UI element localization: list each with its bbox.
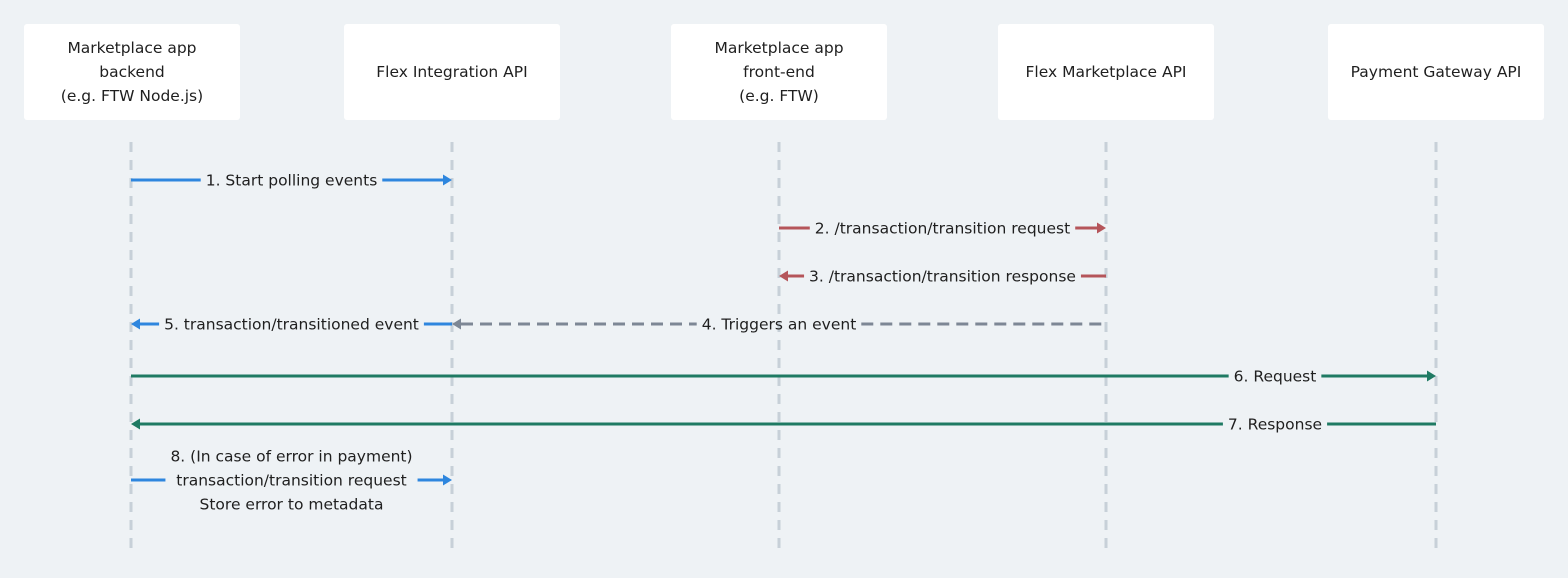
- arrowhead-icon: [443, 474, 452, 486]
- message-8: 8. (In case of error in payment) transact…: [131, 448, 452, 514]
- message-label: Store error to metadata: [200, 496, 384, 514]
- actor-marketplace-frontend: Marketplace app front-end (e.g. FTW): [671, 24, 887, 120]
- message-label: 3. /transaction/transition response: [809, 268, 1076, 286]
- message-label: transaction/transition request: [176, 472, 406, 490]
- message-label: 8. (In case of error in payment): [170, 448, 412, 466]
- arrowhead-icon: [452, 318, 461, 330]
- message-label: 7. Response: [1228, 416, 1322, 434]
- message-1: 1. Start polling events: [131, 172, 452, 190]
- arrowhead-icon: [1427, 370, 1436, 382]
- actor-label: Flex Integration API: [376, 63, 528, 81]
- actor-payment-gateway-api: Payment Gateway API: [1328, 24, 1544, 120]
- message-5: 5. transaction/transitioned event: [131, 316, 452, 334]
- actor-marketplace-backend: Marketplace app backend (e.g. FTW Node.j…: [24, 24, 240, 120]
- actor-label: Payment Gateway API: [1350, 63, 1522, 81]
- arrowhead-icon: [1097, 222, 1106, 234]
- message-2: 2. /transaction/transition request: [779, 220, 1106, 238]
- actor-flex-integration-api: Flex Integration API: [344, 24, 560, 120]
- message-6: 6. Request: [131, 368, 1436, 386]
- message-label: 1. Start polling events: [206, 172, 378, 190]
- arrowhead-icon: [443, 174, 452, 186]
- message-3: 3. /transaction/transition response: [779, 268, 1106, 286]
- actor-label: Marketplace app front-end (e.g. FTW): [714, 39, 844, 105]
- arrowhead-icon: [131, 418, 140, 430]
- actor-flex-marketplace-api: Flex Marketplace API: [998, 24, 1214, 120]
- message-7: 7. Response: [131, 416, 1436, 434]
- message-label: 4. Triggers an event: [702, 316, 857, 334]
- message-label: 5. transaction/transitioned event: [164, 316, 419, 334]
- message-4: 4. Triggers an event: [452, 316, 1106, 334]
- message-label: 6. Request: [1234, 368, 1317, 386]
- actor-label: Marketplace app backend (e.g. FTW Node.j…: [60, 39, 204, 105]
- actor-label: Flex Marketplace API: [1025, 63, 1187, 81]
- arrowhead-icon: [779, 270, 788, 282]
- message-label: 2. /transaction/transition request: [815, 220, 1070, 238]
- arrowhead-icon: [131, 318, 140, 330]
